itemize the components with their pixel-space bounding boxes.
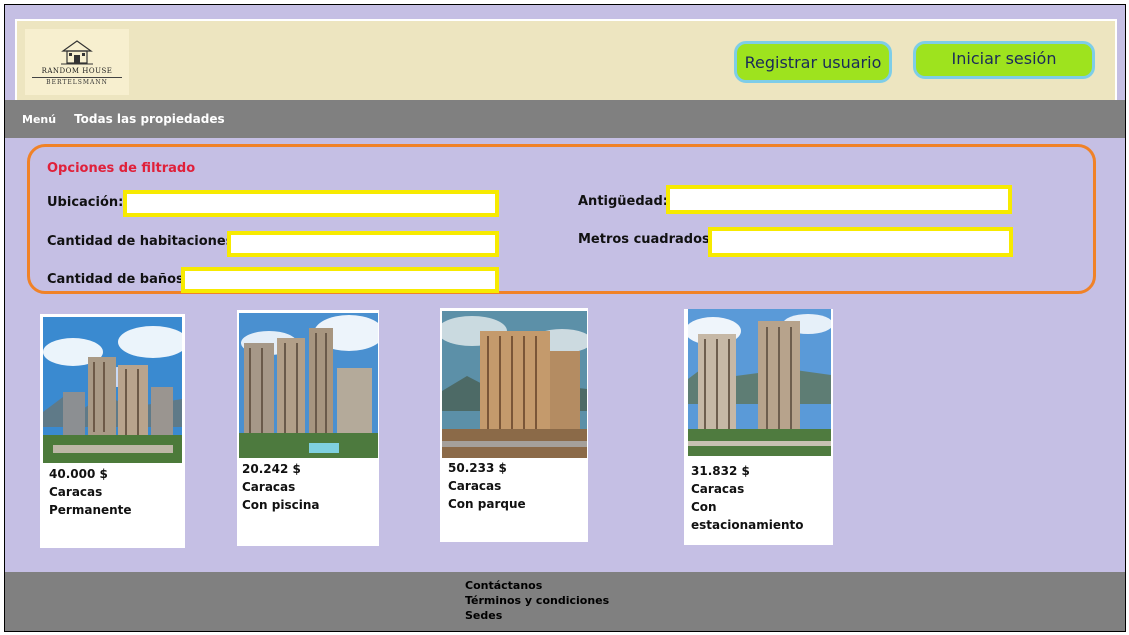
logo-divider (32, 76, 122, 78)
location-input[interactable] (123, 190, 499, 217)
filter-panel-title: Opciones de filtrado (47, 161, 196, 176)
property-price: 40.000 $ (49, 467, 108, 481)
header: RANDOM HOUSE BERTELSMANN Registrar usuar… (15, 19, 1117, 103)
property-info: 50.233 $ Caracas Con parque (448, 459, 526, 513)
building-image-icon (688, 309, 831, 456)
rooms-label: Cantidad de habitaciones: (47, 234, 239, 249)
bathrooms-input[interactable] (181, 267, 499, 293)
property-feature: Con parque (448, 497, 526, 511)
building-image-icon (43, 317, 182, 463)
property-card[interactable]: 40.000 $ Caracas Permanente (40, 314, 185, 548)
footer-link-offices[interactable]: Sedes (465, 609, 503, 622)
property-info: 40.000 $ Caracas Permanente (49, 465, 132, 519)
rooms-input[interactable] (227, 231, 499, 257)
age-label: Antigüedad: (578, 194, 668, 209)
logo-text-top: RANDOM HOUSE (41, 66, 113, 75)
property-card[interactable]: 20.242 $ Caracas Con piscina (237, 310, 379, 546)
register-user-button[interactable]: Registrar usuario (734, 41, 892, 83)
nav-bar: Menú Todas las propiedades (5, 100, 1125, 138)
building-image-icon (442, 311, 587, 458)
footer-links: Contáctanos Términos y condiciones Sedes (465, 578, 609, 623)
property-city: Caracas (448, 479, 502, 493)
property-price: 20.242 $ (242, 462, 301, 476)
property-feature: Permanente (49, 503, 132, 517)
location-label: Ubicación: (47, 195, 124, 210)
property-price: 50.233 $ (448, 461, 507, 475)
page-frame: RANDOM HOUSE BERTELSMANN Registrar usuar… (4, 4, 1126, 632)
property-info: 31.832 $ Caracas Con estacionamiento (691, 462, 833, 534)
footer: Contáctanos Términos y condiciones Sedes (5, 572, 1125, 631)
age-input[interactable] (666, 185, 1012, 214)
footer-link-contact[interactable]: Contáctanos (465, 579, 543, 592)
property-photo[interactable] (43, 317, 182, 463)
footer-link-terms[interactable]: Términos y condiciones (465, 594, 610, 607)
logo-text-bottom: BERTELSMANN (46, 78, 108, 86)
property-price: 31.832 $ (691, 464, 750, 478)
nav-item-all-properties[interactable]: Todas las propiedades (74, 112, 225, 126)
property-feature: Con estacionamiento (691, 500, 804, 532)
square-meters-input[interactable] (708, 227, 1013, 257)
login-button[interactable]: Iniciar sesión (913, 41, 1095, 79)
property-city: Caracas (242, 480, 296, 494)
filter-panel: Opciones de filtrado Ubicación: Antigüed… (27, 144, 1096, 294)
building-image-icon (239, 313, 378, 458)
property-photo[interactable] (442, 311, 587, 458)
bathrooms-label: Cantidad de baños: (47, 272, 189, 287)
property-info: 20.242 $ Caracas Con piscina (242, 460, 319, 514)
property-feature: Con piscina (242, 498, 320, 512)
property-card[interactable]: 31.832 $ Caracas Con estacionamiento (684, 309, 833, 545)
property-city: Caracas (49, 485, 103, 499)
property-photo[interactable] (239, 313, 378, 458)
brand-logo[interactable]: RANDOM HOUSE BERTELSMANN (25, 29, 129, 95)
property-card[interactable]: 50.233 $ Caracas Con parque (440, 308, 588, 542)
property-city: Caracas (691, 482, 745, 496)
nav-item-menu[interactable]: Menú (22, 112, 57, 126)
square-meters-label: Metros cuadrados: (578, 232, 715, 247)
property-photo[interactable] (688, 309, 831, 456)
house-logo-icon (61, 39, 93, 64)
